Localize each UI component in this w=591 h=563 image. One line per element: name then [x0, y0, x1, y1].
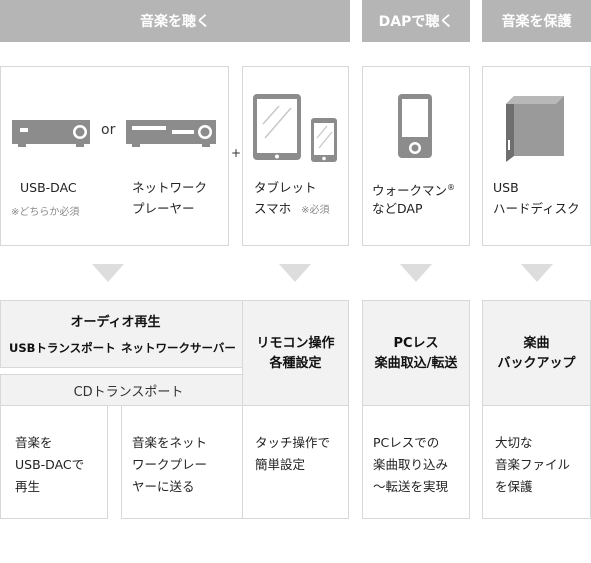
usb-transport-label: USBトランスポート	[9, 341, 116, 355]
registered-mark: ®	[447, 183, 456, 192]
required-note: ※必須	[301, 205, 330, 216]
walkman-label-2: などDAP	[372, 201, 423, 216]
feature-remote: リモコン操作 各種設定	[242, 300, 349, 406]
desc-backup-line-3: を保護	[495, 479, 533, 494]
backup-title-1: 楽曲	[523, 336, 550, 351]
desc-backup-line-1: 大切な	[495, 435, 533, 450]
remote-title-1: リモコン操作	[256, 336, 335, 351]
desc-pcless-line-1: PCレスでの	[373, 435, 440, 450]
arrow-down-1	[92, 264, 124, 282]
panel-audio-devices	[0, 66, 229, 246]
walkman-icon	[398, 94, 432, 158]
remote-title-2: 各種設定	[269, 356, 322, 371]
tablet-label-2-text: スマホ	[254, 201, 292, 216]
desc-network-line-3: ヤーに送る	[132, 479, 195, 494]
usb-dac-label: USB-DAC	[20, 180, 77, 195]
desc-pcless-line-3: ～転送を実現	[373, 479, 449, 494]
arrow-down-2	[279, 264, 311, 282]
backup-title-2: バックアップ	[497, 356, 576, 371]
hdd-label-1: USB	[493, 180, 519, 195]
desc-network-line-1: 音楽をネット	[132, 435, 208, 450]
feature-cd-transport: CDトランスポート	[0, 374, 257, 406]
audio-play-title: オーディオ再生	[70, 315, 161, 330]
header-protect: 音楽を保護	[482, 0, 591, 42]
tablet-label-1: タブレット	[254, 180, 317, 195]
desc-usb-dac-line-1: 音楽を	[15, 435, 53, 450]
desc-remote-line-1: タッチ操作で	[255, 435, 331, 450]
tablet-label-2: スマホ ※必須	[254, 198, 330, 222]
pcless-title-2: 楽曲取込/転送	[374, 356, 458, 371]
feature-pcless: PCレス 楽曲取込/転送	[362, 300, 470, 406]
network-server-label: ネットワークサーバー	[121, 341, 236, 355]
cd-transport-label: CDトランスポート	[73, 384, 184, 400]
desc-remote-line-2: 簡単設定	[255, 457, 306, 472]
plus-text: +	[231, 146, 242, 160]
walkman-label-1-text: ウォークマン	[372, 183, 448, 199]
network-player-label-1: ネットワーク	[132, 180, 208, 195]
network-player-label-2: プレーヤー	[132, 201, 195, 216]
desc-network-line-2: ワークプレー	[132, 457, 208, 472]
tablet-phone-icon	[253, 94, 337, 162]
desc-usb-dac-line-2: USB-DACで	[15, 457, 85, 472]
desc-backup-line-2: 音楽ファイル	[495, 457, 571, 472]
desc-usb-dac-line-3: 再生	[15, 479, 41, 494]
pcless-title-1: PCレス	[393, 336, 439, 351]
desc-backup: 大切な 音楽ファイル を保護	[482, 406, 591, 519]
usb-dac-icon	[12, 120, 90, 147]
either-required-note: ※どちらか必須	[11, 207, 80, 218]
network-player-icon	[126, 120, 216, 147]
desc-usb-dac: 音楽を USB-DACで 再生	[0, 406, 108, 519]
desc-network: 音楽をネット ワークプレー ヤーに送る	[121, 406, 257, 519]
desc-remote: タッチ操作で 簡単設定	[242, 406, 349, 519]
feature-audio-play: オーディオ再生 USBトランスポート ネットワークサーバー	[0, 300, 257, 368]
hdd-label-2: ハードディスク	[493, 201, 580, 216]
walkman-label-1: ウォークマン®	[372, 177, 455, 202]
header-dap-label: DAPで聴く	[378, 14, 454, 30]
header-dap: DAPで聴く	[362, 0, 470, 42]
header-listen-label: 音楽を聴く	[140, 14, 210, 30]
desc-pcless-line-2: 楽曲取り込み	[373, 457, 449, 472]
header-listen: 音楽を聴く	[0, 0, 350, 42]
desc-pcless: PCレスでの 楽曲取り込み ～転送を実現	[362, 406, 470, 519]
feature-backup: 楽曲 バックアップ	[482, 300, 591, 406]
header-protect-label: 音楽を保護	[501, 14, 572, 30]
or-text: or	[101, 122, 116, 138]
arrow-down-3	[400, 264, 432, 282]
arrow-down-4	[521, 264, 553, 282]
hdd-icon	[506, 96, 564, 162]
